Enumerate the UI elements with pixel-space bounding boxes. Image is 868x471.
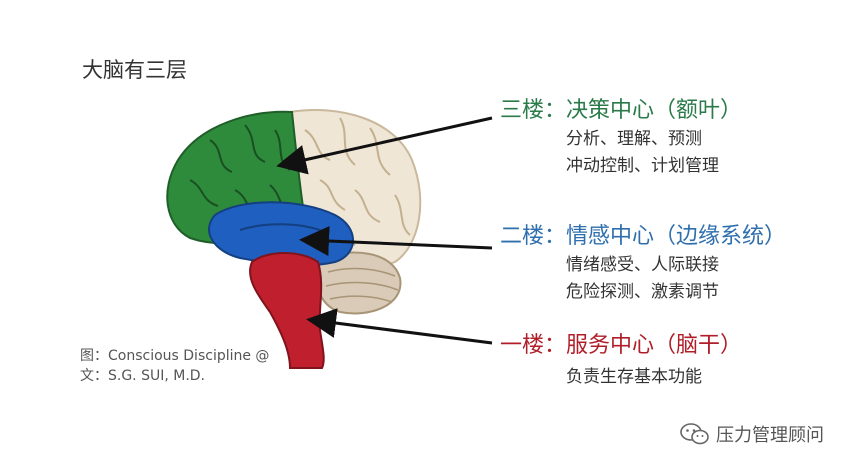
floor-3-detail-2: 冲动控制、计划管理 — [566, 156, 719, 176]
floor-2-heading: 二楼：情感中心（边缘系统） — [500, 224, 787, 249]
floor-2-detail-2: 危险探测、激素调节 — [566, 282, 719, 302]
floor-3-detail-1: 分析、理解、预测 — [566, 129, 702, 149]
floor-3-details: 分析、理解、预测 冲动控制、计划管理 — [566, 126, 719, 180]
floor-2-detail-1: 情绪感受、人际联接 — [566, 255, 719, 275]
image-credit: 图：Conscious Discipline @ 文：S.G. SUI, M.D… — [80, 346, 269, 386]
credit-line-2: 文：S.G. SUI, M.D. — [80, 368, 206, 384]
brainstem-region — [249, 252, 325, 369]
floor-1-detail-1: 负责生存基本功能 — [566, 367, 702, 387]
page-title: 大脑有三层 — [82, 58, 187, 82]
credit-line-1: 图：Conscious Discipline @ — [80, 348, 270, 364]
floor-3-heading: 三楼：决策中心（额叶） — [500, 98, 743, 123]
cerebellum-folds — [325, 267, 399, 303]
arrow-to-frontal — [276, 116, 493, 175]
watermark: 压力管理顾问 — [680, 421, 824, 447]
wechat-icon — [680, 423, 709, 445]
watermark-text: 压力管理顾问 — [716, 425, 824, 446]
arrow-to-brainstem — [306, 308, 493, 345]
floor-1-details: 负责生存基本功能 — [566, 364, 702, 391]
arrow-to-limbic — [299, 226, 493, 257]
floor-1-heading: 一楼：服务中心（脑干） — [500, 333, 743, 358]
floor-2-details: 情绪感受、人际联接 危险探测、激素调节 — [566, 252, 719, 306]
